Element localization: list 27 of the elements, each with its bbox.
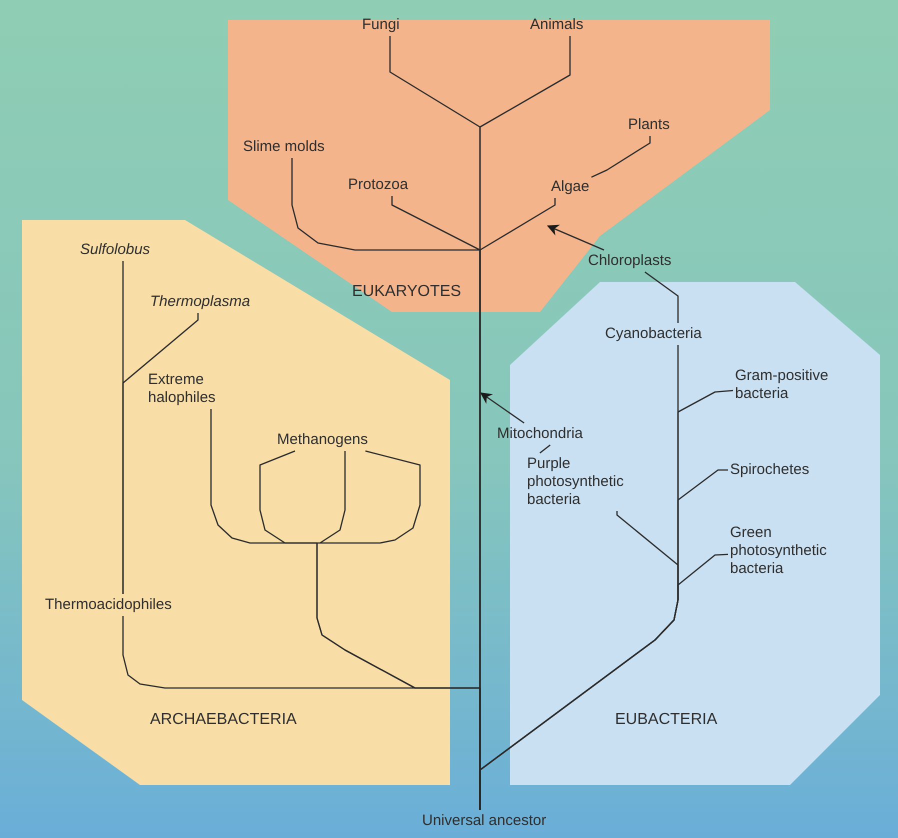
taxon-label: Algae <box>551 178 590 196</box>
taxon-label: Green photosynthetic bacteria <box>730 524 860 578</box>
branch-line <box>591 136 651 178</box>
taxon-label: Animals <box>530 16 584 34</box>
taxon-label: Methanogens <box>277 431 368 449</box>
taxon-label: Gram-positive bacteria <box>735 367 860 403</box>
arrow <box>480 392 524 424</box>
taxon-label: Cyanobacteria <box>605 325 702 343</box>
taxon-label: Purple photosynthetic bacteria <box>527 455 642 509</box>
branch-line <box>122 313 199 594</box>
branch-line <box>540 444 551 454</box>
taxon-label: Protozoa <box>348 176 408 194</box>
domain-heading: EUBACTERIA <box>615 710 718 730</box>
taxon-label: Universal ancestor <box>422 812 546 830</box>
taxon-label: Plants <box>628 116 670 134</box>
taxon-label: Thermoacidophiles <box>45 596 172 614</box>
taxon-label: Spirochetes <box>730 461 810 479</box>
taxon-label: Fungi <box>362 16 400 34</box>
taxon-label: Chloroplasts <box>588 252 672 270</box>
taxon-label: Mitochondria <box>497 425 583 443</box>
taxon-label: Sulfolobus <box>80 241 150 259</box>
domain-heading: EUKARYOTES <box>352 282 462 302</box>
taxon-label: Extreme halophiles <box>148 371 243 407</box>
branch-line <box>644 271 679 323</box>
taxon-label: Thermoplasma <box>150 293 250 311</box>
domain-heading: ARCHAEBACTERIA <box>150 710 297 730</box>
taxon-label: Slime molds <box>243 138 325 156</box>
